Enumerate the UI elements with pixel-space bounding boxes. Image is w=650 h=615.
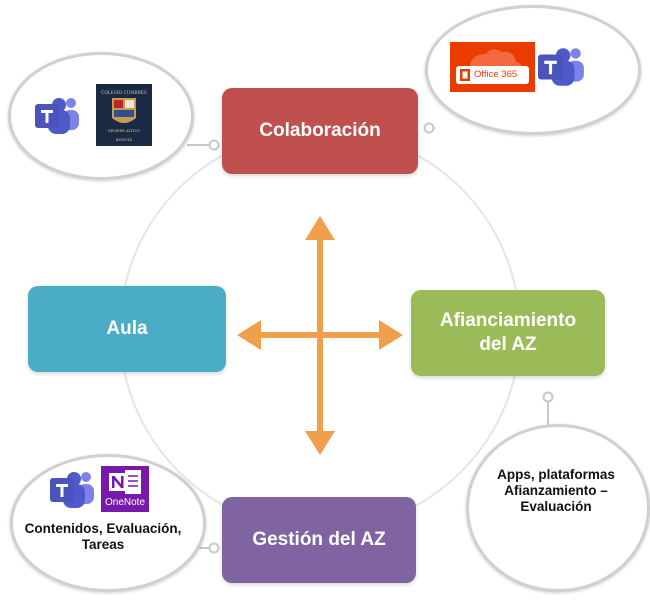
office365-label: Office 365 (474, 69, 518, 80)
node-afianciamiento-label: Afianciamiento del AZ (439, 310, 577, 355)
bubble-bottom-right (466, 424, 650, 592)
svg-text:BOGOTÁ: BOGOTÁ (116, 137, 133, 142)
school-crest-logo: COLEGIO CUMBRES SEMPER ALTIUS BOGOTÁ (96, 84, 152, 146)
node-colaboracion-label: Colaboración (259, 120, 381, 142)
onenote-icon: OneNote (101, 466, 149, 512)
onenote-label: OneNote (104, 497, 146, 508)
node-afianciamiento: Afianciamiento del AZ (411, 290, 605, 376)
svg-text:COLEGIO CUMBRES: COLEGIO CUMBRES (101, 90, 147, 95)
node-gestion: Gestión del AZ (222, 497, 416, 583)
node-gestion-label: Gestión del AZ (252, 529, 386, 551)
teams-icon (538, 48, 584, 86)
node-aula-label: Aula (106, 318, 148, 340)
teams-icon (50, 472, 94, 508)
bubble-bottom-left-text: Contenidos, Evaluación, Tareas (24, 521, 182, 553)
bubble-bottom-right-text: Apps, plataformas Afianzamiento – Evalua… (497, 467, 615, 515)
cross-arrows (237, 216, 403, 455)
node-colaboracion: Colaboración (222, 88, 418, 174)
office365-logo: Office 365 (450, 42, 535, 92)
teams-icon (35, 98, 79, 134)
svg-text:SEMPER ALTIUS: SEMPER ALTIUS (108, 129, 140, 133)
node-aula: Aula (28, 286, 226, 372)
bubble-tails (187, 122, 554, 554)
